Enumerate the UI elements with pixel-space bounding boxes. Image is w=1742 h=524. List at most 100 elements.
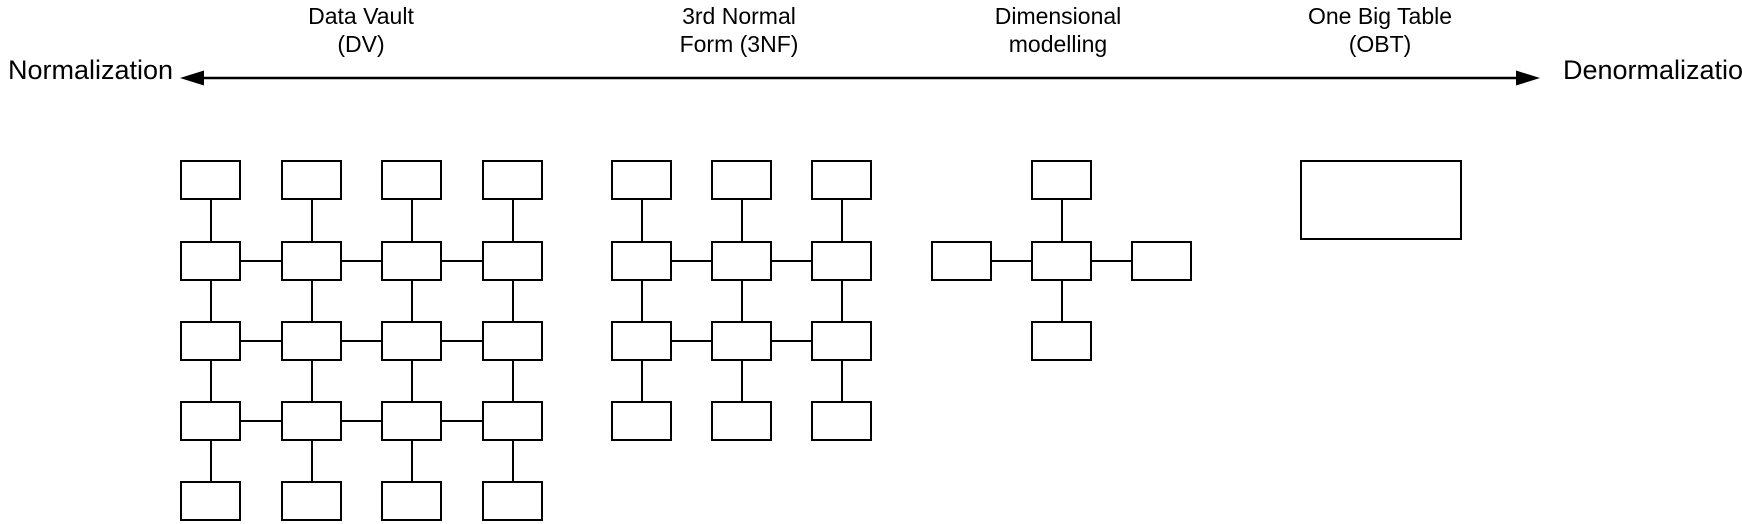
connector-line xyxy=(442,340,482,342)
connector-line xyxy=(342,420,381,422)
table-box xyxy=(482,321,543,361)
connector-line xyxy=(740,281,743,321)
table-box xyxy=(611,241,672,281)
table-box xyxy=(1131,241,1192,281)
connector-line xyxy=(310,361,313,401)
table-box xyxy=(611,321,672,361)
third-normal-form-label-line1: 3rd Normal xyxy=(682,3,796,29)
one-big-table-label-line2: (OBT) xyxy=(1348,31,1412,57)
connector-line xyxy=(772,340,811,342)
connector-line xyxy=(511,441,514,481)
table-box xyxy=(281,160,342,200)
table-box xyxy=(180,241,241,281)
table-box xyxy=(180,401,241,441)
one-big-table-label: One Big Table (OBT) xyxy=(1210,2,1550,58)
right-arrowhead-icon xyxy=(1516,70,1540,86)
connector-line xyxy=(1060,200,1063,241)
table-box xyxy=(482,401,543,441)
connector-line xyxy=(310,200,313,241)
normalization-label: Normalization xyxy=(8,55,174,85)
connector-line xyxy=(992,260,1031,262)
connector-line xyxy=(672,340,711,342)
denormalization-label: Denormalization xyxy=(1563,55,1742,85)
table-box xyxy=(811,241,872,281)
one-big-table-label-line1: One Big Table xyxy=(1307,3,1453,29)
table-box xyxy=(482,481,543,521)
table-box xyxy=(811,160,872,200)
connector-line xyxy=(342,260,381,262)
table-box xyxy=(381,160,442,200)
connector-line xyxy=(241,260,281,262)
connector-line xyxy=(740,361,743,401)
connector-line xyxy=(310,281,313,321)
connector-line xyxy=(410,200,413,241)
connector-line xyxy=(511,200,514,241)
third-normal-form-label-line2: Form (3NF) xyxy=(679,31,799,57)
connector-line xyxy=(209,361,212,401)
connector-line xyxy=(442,420,482,422)
table-box xyxy=(281,321,342,361)
data-vault-label-line2: (DV) xyxy=(337,31,385,57)
table-box xyxy=(381,321,442,361)
connector-line xyxy=(772,260,811,262)
connector-line xyxy=(740,200,743,241)
table-box xyxy=(381,401,442,441)
table-box xyxy=(1031,321,1092,361)
table-box xyxy=(180,160,241,200)
connector-line xyxy=(342,340,381,342)
left-arrowhead-icon xyxy=(180,70,204,86)
table-box xyxy=(931,241,992,281)
table-box xyxy=(482,160,543,200)
dimensional-modelling-label-line2: modelling xyxy=(1008,31,1108,57)
connector-line xyxy=(241,420,281,422)
table-box xyxy=(381,241,442,281)
table-box xyxy=(1300,160,1462,240)
data-vault-label: Data Vault (DV) xyxy=(191,2,531,58)
connector-line xyxy=(209,441,212,481)
connector-line xyxy=(442,260,482,262)
table-box xyxy=(711,160,772,200)
table-box xyxy=(1031,241,1092,281)
connector-line xyxy=(840,361,843,401)
table-box xyxy=(811,401,872,441)
connector-line xyxy=(640,281,643,321)
table-box xyxy=(180,321,241,361)
connector-line xyxy=(672,260,711,262)
connector-line xyxy=(209,281,212,321)
connector-line xyxy=(640,200,643,241)
connector-line xyxy=(241,340,281,342)
table-box xyxy=(611,160,672,200)
data-vault-label-line1: Data Vault xyxy=(308,3,414,29)
connector-line xyxy=(1092,260,1131,262)
connector-line xyxy=(1060,281,1063,321)
table-box xyxy=(711,321,772,361)
connector-line xyxy=(640,361,643,401)
connector-line xyxy=(511,281,514,321)
spectrum-arrow xyxy=(180,70,1540,86)
table-box xyxy=(711,401,772,441)
connector-line xyxy=(840,281,843,321)
table-box xyxy=(711,241,772,281)
table-box xyxy=(611,401,672,441)
table-box xyxy=(180,481,241,521)
third-normal-form-label: 3rd Normal Form (3NF) xyxy=(569,2,909,58)
table-box xyxy=(482,241,543,281)
connector-line xyxy=(410,361,413,401)
table-box xyxy=(281,241,342,281)
table-box xyxy=(281,481,342,521)
table-box xyxy=(811,321,872,361)
connector-line xyxy=(209,200,212,241)
connector-line xyxy=(840,200,843,241)
connector-line xyxy=(310,441,313,481)
table-box xyxy=(281,401,342,441)
dimensional-modelling-label-line1: Dimensional xyxy=(994,3,1122,29)
table-box xyxy=(1031,160,1092,200)
connector-line xyxy=(410,441,413,481)
table-box xyxy=(381,481,442,521)
connector-line xyxy=(511,361,514,401)
